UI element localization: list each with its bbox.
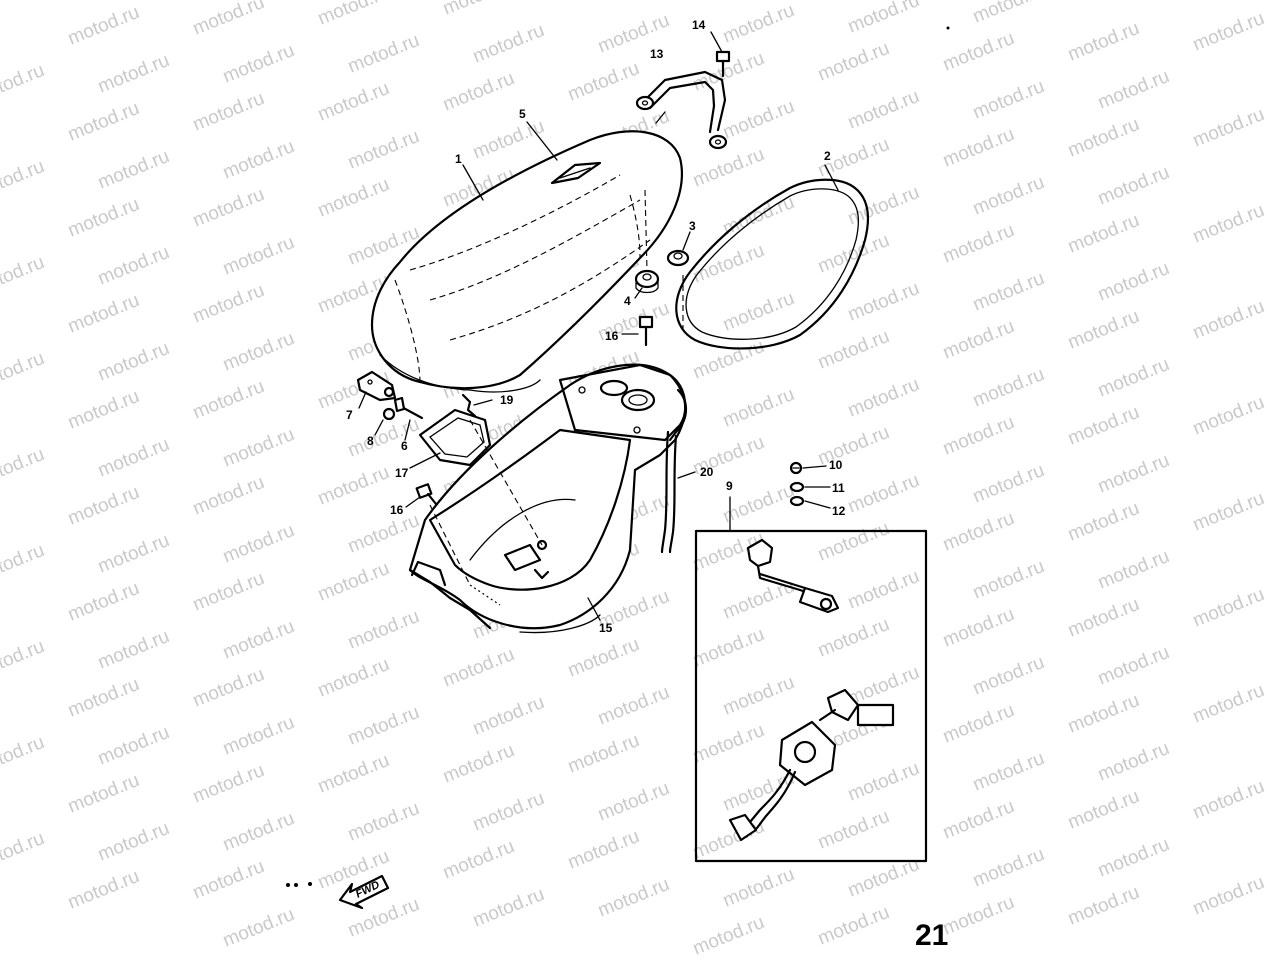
fwd-direction-arrow: FWD bbox=[286, 874, 390, 910]
callout-1: 1 bbox=[455, 152, 462, 166]
callout-13: 13 bbox=[650, 47, 664, 61]
callout-16-lower: 16 bbox=[390, 503, 404, 517]
callout-8: 8 bbox=[367, 434, 374, 448]
part-bolt-14 bbox=[715, 50, 731, 78]
callout-2: 2 bbox=[824, 149, 831, 163]
part-lock-set-box bbox=[694, 529, 928, 863]
callout-11: 11 bbox=[832, 481, 845, 495]
part-cover-17 bbox=[418, 408, 492, 467]
part-cable-20 bbox=[660, 430, 678, 554]
callout-17: 17 bbox=[395, 466, 409, 480]
callout-12: 12 bbox=[832, 504, 846, 518]
part-nut-8 bbox=[382, 407, 396, 421]
part-damper-4 bbox=[634, 269, 660, 294]
page-number-fragment: 21 bbox=[915, 919, 948, 952]
callout-16-upper: 16 bbox=[605, 329, 619, 343]
part-seal bbox=[675, 178, 870, 350]
callout-14: 14 bbox=[692, 18, 706, 32]
part-bolt-16-upper bbox=[638, 315, 654, 347]
part-washer-11 bbox=[789, 481, 805, 493]
part-washer-12 bbox=[789, 495, 805, 507]
callout-20: 20 bbox=[700, 465, 714, 479]
parts-diagram: FWD 1 2 3 4 5 6 7 8 9 10 11 12 13 14 15 … bbox=[286, 18, 950, 952]
part-storage-box bbox=[408, 363, 688, 634]
part-bolt-6 bbox=[393, 396, 424, 420]
part-bracket bbox=[635, 70, 728, 150]
callout-6: 6 bbox=[401, 439, 408, 453]
callout-3: 3 bbox=[689, 219, 696, 233]
part-hinge-7 bbox=[356, 370, 397, 402]
part-screw-19 bbox=[461, 393, 477, 418]
callout-9: 9 bbox=[726, 479, 733, 493]
callout-labels: 1 2 3 4 5 6 7 8 9 10 11 12 13 14 15 16 1… bbox=[346, 18, 846, 635]
part-screw-10 bbox=[789, 461, 803, 475]
part-seat bbox=[370, 130, 683, 393]
callout-10: 10 bbox=[829, 458, 843, 472]
callout-7: 7 bbox=[346, 408, 353, 422]
callout-19: 19 bbox=[500, 393, 514, 407]
leader-lines bbox=[358, 31, 839, 621]
callout-5: 5 bbox=[519, 107, 526, 121]
part-emblem bbox=[550, 161, 602, 185]
callout-15: 15 bbox=[599, 621, 613, 635]
callout-4: 4 bbox=[624, 294, 631, 308]
part-damper-3 bbox=[666, 249, 690, 267]
part-bolt-16-lower bbox=[415, 483, 438, 506]
